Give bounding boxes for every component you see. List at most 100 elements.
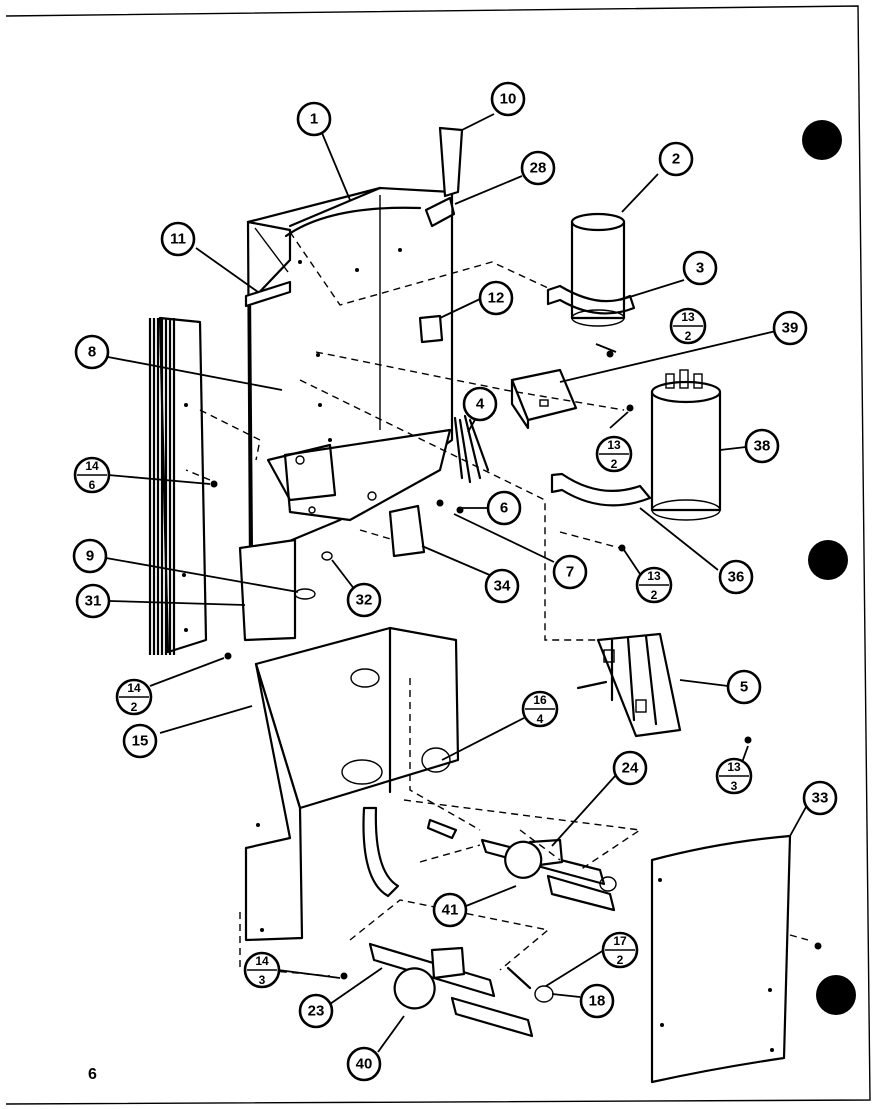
svg-text:8: 8: [88, 344, 96, 361]
svg-text:1: 1: [310, 111, 318, 128]
svg-text:39: 39: [782, 320, 799, 337]
svg-text:14: 14: [255, 954, 269, 968]
callout-3: 3: [682, 250, 718, 286]
svg-text:2: 2: [672, 151, 680, 168]
svg-text:13: 13: [681, 310, 695, 324]
svg-text:7: 7: [566, 564, 574, 581]
callout-5: 5: [726, 669, 762, 705]
svg-text:2: 2: [651, 588, 658, 602]
svg-text:13: 13: [607, 438, 621, 452]
svg-text:31: 31: [85, 593, 102, 610]
callout-13-3: 133: [715, 757, 753, 795]
terminal-block-part: [576, 632, 682, 738]
access-plate-part: [238, 538, 297, 642]
callout-13-2-c: 132: [635, 566, 673, 604]
service-valve-upper-part: [362, 806, 617, 912]
callout-10: 10: [490, 81, 526, 117]
svg-text:3: 3: [696, 260, 704, 277]
clip-part: [424, 196, 456, 228]
page-border: [5, 5, 871, 1105]
callout-34: 34: [484, 568, 520, 604]
svg-text:28: 28: [530, 160, 547, 177]
contactor-part: [510, 368, 578, 430]
callout-13-2-b: 132: [595, 435, 633, 473]
svg-text:6: 6: [89, 478, 96, 492]
callout-6: 6: [486, 490, 522, 526]
svg-text:16: 16: [533, 693, 547, 707]
callout-36: 36: [718, 559, 754, 595]
svg-text:38: 38: [754, 438, 771, 455]
run-capacitor-strap-part: [550, 472, 652, 507]
svg-text:12: 12: [488, 290, 505, 307]
control-box-part: [246, 186, 454, 562]
svg-text:3: 3: [259, 973, 266, 987]
callout-14-3: 143: [243, 951, 281, 989]
bushing-part: [321, 551, 333, 561]
svg-text:2: 2: [611, 457, 618, 471]
assembly-lines: [185, 231, 809, 977]
callout-1: 1: [296, 101, 332, 137]
svg-text:34: 34: [494, 578, 511, 595]
callout-17-2: 172: [601, 931, 639, 969]
svg-text:2: 2: [617, 953, 624, 967]
callout-2: 2: [658, 141, 694, 177]
callout-32: 32: [346, 582, 382, 618]
callout-8: 8: [74, 334, 110, 370]
svg-text:18: 18: [589, 993, 606, 1010]
callout-14-2: 142: [115, 678, 153, 716]
svg-text:33: 33: [812, 790, 829, 807]
callout-11: 11: [160, 221, 196, 257]
svg-text:15: 15: [132, 733, 149, 750]
run-capacitor-part: [650, 369, 722, 521]
lower-partition-part: [244, 626, 460, 942]
svg-text:36: 36: [728, 569, 745, 586]
wire-harness-part: [453, 414, 490, 484]
callout-14-6: 146: [73, 456, 111, 494]
capacitor-part: [570, 212, 626, 327]
callout-7: 7: [552, 554, 588, 590]
mounting-strip-part: [244, 280, 292, 308]
svg-text:32: 32: [356, 592, 373, 609]
svg-text:3: 3: [731, 779, 738, 793]
binder-hole-top: [802, 120, 842, 160]
callout-13-2-a: 132: [669, 307, 707, 345]
grommet-part: [294, 588, 316, 600]
callout-38: 38: [744, 428, 780, 464]
binder-hole-bottom: [816, 975, 856, 1015]
svg-text:2: 2: [685, 329, 692, 343]
callout-18: 18: [579, 983, 615, 1019]
relay-part: [388, 504, 426, 558]
callout-31: 31: [75, 583, 111, 619]
screws: [210, 350, 822, 980]
wire-clip-part: [418, 314, 444, 344]
callout-23: 23: [298, 993, 334, 1029]
callout-9: 9: [72, 538, 108, 574]
svg-text:5: 5: [740, 679, 748, 696]
svg-text:10: 10: [500, 91, 517, 108]
callout-41: 41: [432, 892, 468, 928]
callout-12: 12: [478, 280, 514, 316]
page-number: 6: [88, 1066, 97, 1083]
svg-text:13: 13: [647, 569, 661, 583]
svg-text:23: 23: [308, 1003, 325, 1020]
svg-text:40: 40: [356, 1056, 373, 1073]
svg-text:13: 13: [727, 760, 741, 774]
callout-39: 39: [772, 310, 808, 346]
svg-text:14: 14: [127, 681, 141, 695]
bracket-part: [438, 126, 464, 198]
side-grille-part: [148, 316, 208, 655]
svg-text:4: 4: [476, 396, 485, 413]
svg-text:2: 2: [131, 700, 138, 714]
svg-text:41: 41: [442, 902, 459, 919]
binder-hole-middle: [808, 540, 848, 580]
svg-text:11: 11: [170, 231, 186, 248]
callout-4: 4: [462, 386, 498, 422]
svg-text:14: 14: [85, 459, 99, 473]
svg-text:6: 6: [500, 500, 508, 517]
callout-15: 15: [122, 723, 158, 759]
svg-text:17: 17: [613, 934, 627, 948]
callout-40: 40: [346, 1046, 382, 1082]
callout-24: 24: [612, 750, 648, 786]
